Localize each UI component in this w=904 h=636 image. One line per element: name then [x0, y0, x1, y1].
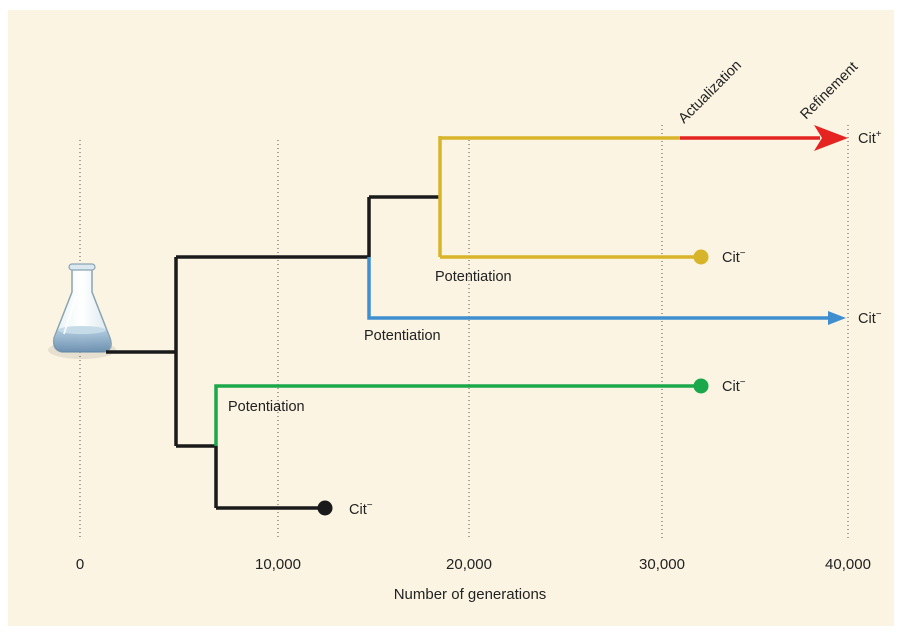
cit-plus-label: Cit+	[858, 129, 882, 147]
cit-minus-yellow-label: Cit−	[722, 248, 746, 266]
x-tick-label-0: 0	[76, 556, 84, 573]
x-tick-label-10000: 10,000	[255, 556, 301, 573]
green-lineage	[214, 378, 709, 446]
x-tick-label-20000: 20,000	[446, 556, 492, 573]
x-axis-title: Number of generations	[394, 586, 547, 603]
potentiation-label-yellow: Potentiation	[435, 269, 512, 285]
endpoint-black-dot	[317, 500, 333, 516]
x-tick-label-30000: 30,000	[639, 556, 685, 573]
blue-lineage	[367, 257, 846, 325]
gridlines	[79, 125, 849, 540]
refinement-label: Refinement	[798, 59, 862, 123]
ancestral-lineage	[106, 195, 440, 510]
blue-arrowhead	[828, 311, 846, 325]
endpoint-yellow-dot	[693, 249, 709, 265]
yellow-lineage	[438, 136, 700, 259]
endpoint-green-dot	[693, 378, 709, 394]
cit-minus-black-label: Cit−	[349, 500, 373, 518]
red-lineage	[680, 125, 848, 151]
x-tick-label-40000: 40,000	[825, 556, 871, 573]
cit-minus-green-label: Cit−	[722, 377, 746, 395]
erlenmeyer-flask-icon	[48, 263, 116, 359]
red-arrowhead	[814, 125, 848, 151]
potentiation-label-green: Potentiation	[228, 399, 305, 415]
actualization-label: Actualization	[676, 57, 745, 126]
cit-minus-blue-label: Cit−	[858, 309, 882, 327]
potentiation-label-blue: Potentiation	[364, 328, 441, 344]
